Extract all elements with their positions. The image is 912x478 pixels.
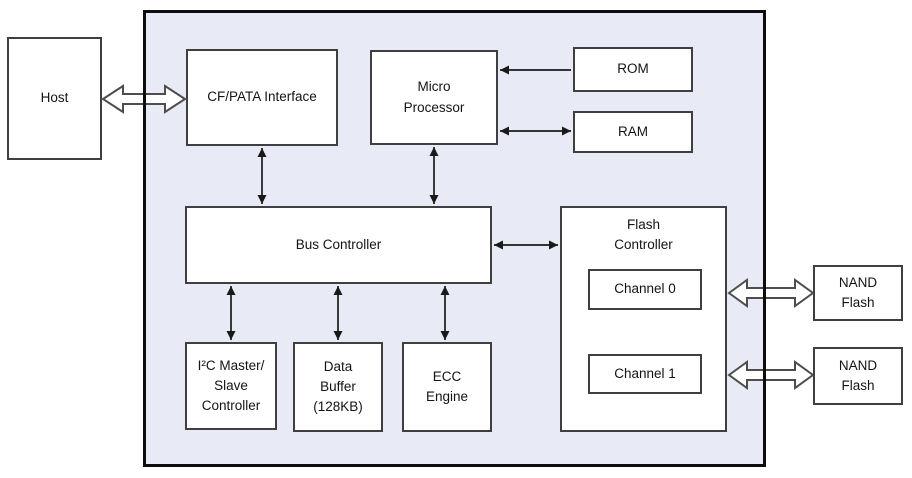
node-flash-controller: Flash Controller Channel 0 Channel 1 <box>560 206 727 432</box>
node-channel-1: Channel 1 <box>588 354 702 394</box>
node-flash-controller-label: Flash Controller <box>614 217 673 253</box>
node-bus-controller: Bus Controller <box>185 206 492 284</box>
node-cf-pata-interface-label: CF/PATA Interface <box>207 89 317 105</box>
arrow-host-cfpata <box>101 84 187 114</box>
node-nand-flash-0-label: NAND Flash <box>838 274 878 310</box>
node-channel-1-label: Channel 1 <box>614 365 676 381</box>
node-cf-pata-interface: CF/PATA Interface <box>186 49 338 146</box>
node-host-label: Host <box>40 90 69 106</box>
arrow-bus-i2c <box>226 286 236 340</box>
node-data-buffer: Data Buffer (128KB) <box>293 342 383 432</box>
node-rom-label: ROM <box>617 61 649 77</box>
node-nand-flash-0: NAND Flash <box>813 265 903 321</box>
node-micro-processor: Micro Processor <box>370 50 498 145</box>
node-ecc-engine-label: ECC Engine <box>425 368 469 404</box>
node-i2c-master-slave-controller: I²C Master/ Slave Controller <box>185 342 277 430</box>
arrow-bus-ecc <box>440 286 450 340</box>
node-ecc-engine: ECC Engine <box>402 342 492 432</box>
arrow-channel1-nandflash <box>727 360 815 390</box>
arrow-ram-microprocessor <box>500 126 571 136</box>
node-nand-flash-1: NAND Flash <box>813 347 903 405</box>
node-channel-0: Channel 0 <box>588 269 702 310</box>
node-channel-0-label: Channel 0 <box>614 281 676 297</box>
node-rom: ROM <box>573 47 693 92</box>
node-ram: RAM <box>573 111 693 153</box>
arrow-cfpata-bus <box>257 148 267 204</box>
arrow-bus-flashcontroller <box>494 240 558 250</box>
node-nand-flash-1-label: NAND Flash <box>838 357 878 393</box>
node-bus-controller-label: Bus Controller <box>295 236 382 252</box>
node-ram-label: RAM <box>618 123 648 139</box>
arrow-bus-databuffer <box>333 286 343 340</box>
node-host: Host <box>7 37 102 160</box>
arrow-rom-microprocessor <box>500 65 571 75</box>
node-micro-processor-label: Micro Processor <box>403 79 465 115</box>
node-i2c-master-slave-controller-label: I²C Master/ Slave Controller <box>197 357 265 414</box>
node-data-buffer-label: Data Buffer (128KB) <box>313 358 363 415</box>
arrow-microprocessor-bus <box>429 147 439 204</box>
arrow-channel0-nandflash <box>727 278 815 308</box>
